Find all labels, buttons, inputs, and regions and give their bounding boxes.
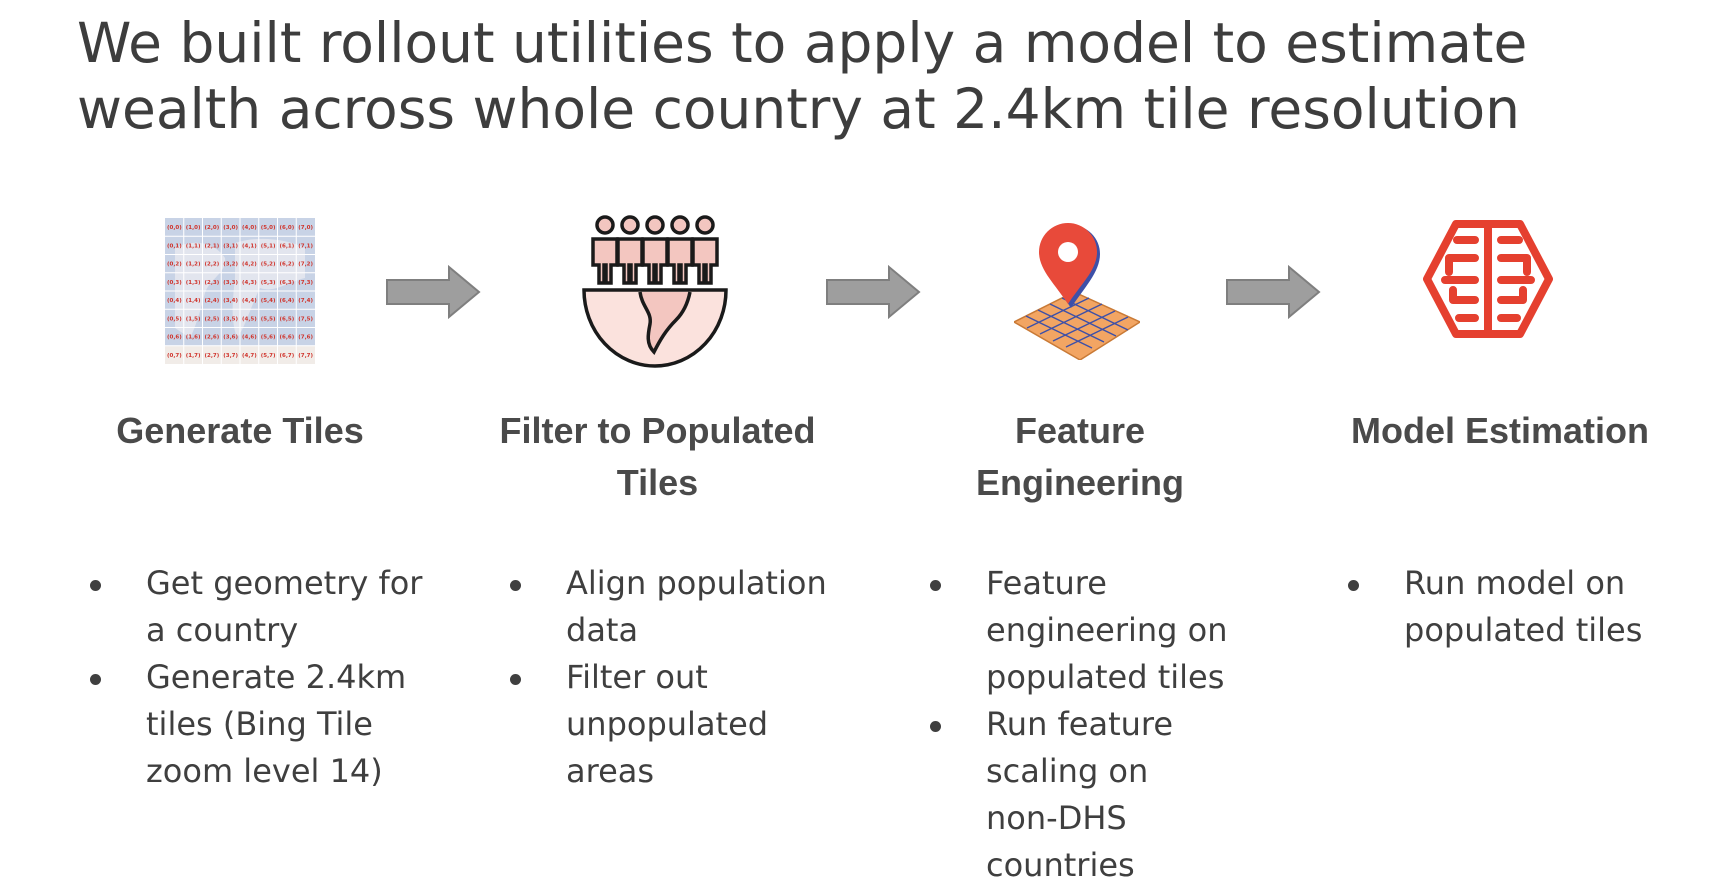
- tile-coordinate-label: (7,7): [298, 353, 313, 359]
- tile-coordinate-label: (5,0): [261, 225, 276, 231]
- tile-coordinate-label: (2,2): [204, 262, 219, 268]
- tile-coordinate-label: (6,6): [279, 335, 294, 341]
- step-title-generate-tiles: Generate Tiles: [116, 410, 364, 451]
- right-arrow-icon: [826, 265, 921, 319]
- tile-coordinate-label: (5,5): [261, 316, 276, 322]
- tile-coordinate-label: (1,3): [186, 280, 201, 286]
- tile-coordinate-label: (2,6): [204, 335, 219, 341]
- tile-coordinate-label: (3,4): [223, 298, 238, 304]
- tile-coordinate-label: (5,3): [261, 280, 276, 286]
- tile-coordinate-label: (5,4): [261, 298, 276, 304]
- tile-coordinate-label: (6,0): [279, 225, 294, 231]
- bullet-item: Align population data: [500, 560, 860, 654]
- tile-coordinate-label: (0,0): [167, 225, 182, 231]
- tile-coordinate-label: (6,3): [279, 280, 294, 286]
- bullet-item: Run feature scaling on non-DHS countries: [920, 701, 1230, 889]
- tile-coordinate-label: (1,2): [186, 262, 201, 268]
- bullet-item: Get geometry for a country: [80, 560, 440, 654]
- tile-coordinate-label: (1,7): [186, 353, 201, 359]
- tile-coordinate-label: (5,6): [261, 335, 276, 341]
- tile-coordinate-label: (1,0): [186, 225, 201, 231]
- tile-coordinate-label: (5,7): [261, 353, 276, 359]
- tile-coordinate-label: (3,7): [223, 353, 238, 359]
- tile-coordinate-label: (5,2): [261, 262, 276, 268]
- tile-coordinate-label: (0,5): [167, 316, 182, 322]
- tile-coordinate-label: (4,5): [242, 316, 257, 322]
- tile-coordinate-label: (7,6): [298, 335, 313, 341]
- tile-coordinate-label: (2,7): [204, 353, 219, 359]
- tile-coordinate-label: (5,1): [261, 243, 276, 249]
- map-pin-grid-icon: [1014, 223, 1140, 360]
- right-arrow-icon: [386, 265, 481, 319]
- tile-coordinate-label: (2,1): [204, 243, 219, 249]
- tile-coordinate-label: (1,6): [186, 335, 201, 341]
- tile-coordinate-label: (0,4): [167, 298, 182, 304]
- tile-coordinate-label: (3,3): [223, 280, 238, 286]
- tile-coordinate-label: (0,1): [167, 243, 182, 249]
- tile-coordinate-label: (1,1): [186, 243, 201, 249]
- step-bullets-feature-engineering: Feature engineering on populated tiles R…: [920, 560, 1230, 889]
- tile-coordinate-label: (4,3): [242, 280, 257, 286]
- tile-coordinate-label: (7,0): [298, 225, 313, 231]
- tile-coordinate-label: (4,6): [242, 335, 257, 341]
- population-globe-icon: [582, 215, 728, 368]
- tile-coordinate-label: (2,4): [204, 298, 219, 304]
- tile-coordinate-label: (4,7): [242, 353, 257, 359]
- slide-title: We built rollout utilities to apply a mo…: [77, 11, 1528, 141]
- tile-coordinate-label: (0,3): [167, 280, 182, 286]
- tile-coordinate-label: (3,0): [223, 225, 238, 231]
- bullet-item: Feature engineering on populated tiles: [920, 560, 1230, 701]
- tile-coordinate-label: (6,4): [279, 298, 294, 304]
- bullet-item: Filter out unpopulated areas: [500, 654, 860, 795]
- tile-coordinate-label: (0,7): [167, 353, 182, 359]
- tile-coordinate-label: (2,0): [204, 225, 219, 231]
- tile-coordinate-label: (6,7): [279, 353, 294, 359]
- brain-circuit-icon: [1423, 220, 1553, 338]
- bullet-item: Run model on populated tiles: [1338, 560, 1688, 654]
- tile-grid-map-icon: (0,0) (1,0)(2,0) (3,0) (4,0) (5,0)(6,0) (7,0)…: [165, 218, 315, 364]
- tile-coordinate-label: (4,2): [242, 262, 257, 268]
- tile-coordinate-label: (3,5): [223, 316, 238, 322]
- bullet-item: Generate 2.4km tiles (Bing Tile zoom lev…: [80, 654, 440, 795]
- tile-coordinate-label: (6,2): [279, 262, 294, 268]
- step-bullets-model-estimation: Run model on populated tiles: [1338, 560, 1688, 654]
- tile-coordinate-label: (1,5): [186, 316, 201, 322]
- tile-coordinate-label: (3,1): [223, 243, 238, 249]
- tile-coordinate-label: (0,2): [167, 262, 182, 268]
- tile-coordinate-label: (7,5): [298, 316, 313, 322]
- tile-coordinate-label: (3,6): [223, 335, 238, 341]
- tile-coordinate-label: (3,2): [223, 262, 238, 268]
- tile-coordinate-label: (4,1): [242, 243, 257, 249]
- step-title-model-estimation: Model Estimation: [1350, 410, 1650, 451]
- tile-coordinate-label: (7,3): [298, 280, 313, 286]
- tile-coordinate-label: (2,5): [204, 316, 219, 322]
- tile-coordinate-label: (7,2): [298, 262, 313, 268]
- step-title-filter-populated: Filter to Populated Tiles: [499, 410, 816, 503]
- tile-coordinate-label: (7,1): [298, 243, 313, 249]
- tile-coordinate-label: (2,3): [204, 280, 219, 286]
- step-bullets-filter-populated: Align population data Filter out unpopul…: [500, 560, 860, 795]
- tile-coordinate-label: (1,4): [186, 298, 201, 304]
- tile-coordinate-label: (0,6): [167, 335, 182, 341]
- tile-coordinate-label: (4,4): [242, 298, 257, 304]
- tile-coordinate-label: (6,5): [279, 316, 294, 322]
- tile-coordinate-label: (7,4): [298, 298, 313, 304]
- right-arrow-icon: [1226, 265, 1321, 319]
- tile-coordinate-label: (4,0): [242, 225, 257, 231]
- step-bullets-generate-tiles: Get geometry for a country Generate 2.4k…: [80, 560, 440, 795]
- tile-coordinate-label: (6,1): [279, 243, 294, 249]
- step-title-feature-engineering: Feature Engineering: [975, 410, 1185, 503]
